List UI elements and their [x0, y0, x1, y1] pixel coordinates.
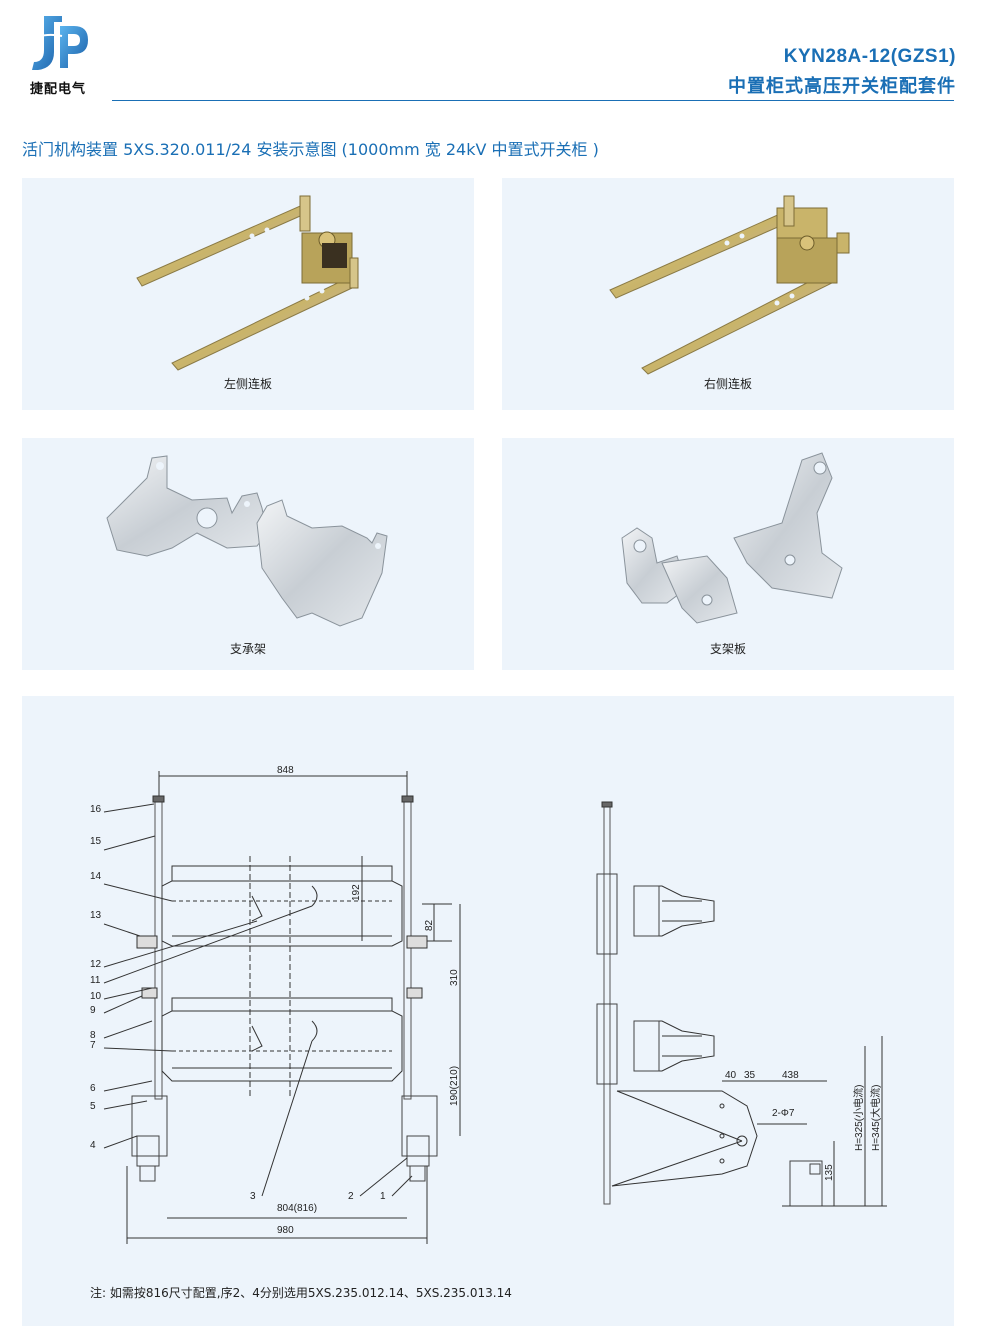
part-label: 1	[380, 1191, 386, 1202]
part-label: 6	[90, 1083, 96, 1094]
product-model: KYN28A-12(GZS1)	[783, 46, 956, 67]
right-plate-image	[609, 195, 850, 375]
photo-caption: 右侧连板	[703, 377, 752, 391]
photo-caption: 左侧连板	[223, 377, 272, 391]
part-label: 12	[90, 959, 102, 970]
dim-192: 192	[351, 884, 362, 901]
dim-190: 190(210)	[449, 1066, 460, 1106]
dim-345: H=345(大电流)	[869, 1085, 882, 1151]
photo-panel-right-plate: 右侧连板	[502, 178, 954, 410]
part-label: 9	[90, 1005, 96, 1016]
part-label: 3	[250, 1191, 256, 1202]
part-label: 7	[90, 1040, 96, 1051]
dim-980: 980	[277, 1225, 294, 1236]
photo-panel-bracket-plate: 支架板	[502, 438, 954, 670]
part-label: 13	[90, 910, 102, 921]
drawing-note: 注: 如需按816尺寸配置,序2、4分别选用5XS.235.012.14、5XS…	[90, 1286, 512, 1300]
part-label: 4	[90, 1140, 96, 1151]
dim-40: 40	[725, 1070, 737, 1081]
dim-310: 310	[449, 969, 460, 986]
product-subtitle: 中置柜式高压开关柜配套件	[728, 76, 956, 97]
part-label: 14	[90, 871, 102, 882]
part-label: 8	[90, 1030, 96, 1041]
dim-325: H=325(小电流)	[852, 1085, 865, 1151]
part-label: 11	[90, 975, 101, 986]
brand-logo: 捷配电气	[22, 12, 102, 97]
left-plate-image	[136, 195, 359, 371]
dim-135: 135	[824, 1164, 835, 1181]
part-label: 16	[90, 804, 102, 815]
section-title: 活门机构装置 5XS.320.011/24 安装示意图 (1000mm 宽 24…	[22, 140, 599, 159]
dim-804: 804(816)	[277, 1203, 317, 1214]
dim-82: 82	[424, 919, 435, 931]
part-callouts: 16 15 14 13 12 11 10 9 8 7 6 5 4	[90, 803, 413, 1202]
dim-35: 35	[744, 1070, 756, 1081]
photo-caption: 支架板	[709, 642, 746, 656]
brand-name: 捷配电气	[29, 82, 86, 97]
part-label: 2	[348, 1191, 354, 1202]
dim-848: 848	[277, 765, 294, 776]
photo-panel-support-frame: 支承架	[22, 438, 474, 670]
part-label: 5	[90, 1101, 96, 1112]
header-divider	[112, 100, 954, 101]
bracket-plate-image	[621, 452, 843, 624]
installation-drawing-panel: 848 192 82 310 190(210)	[22, 696, 954, 1326]
photo-caption: 支承架	[229, 642, 266, 656]
photo-panel-left-plate: 左侧连板	[22, 178, 474, 410]
part-label: 10	[90, 991, 102, 1002]
part-label: 15	[90, 836, 102, 847]
installation-drawing: 848 192 82 310 190(210)	[90, 765, 887, 1244]
dim-hole: 2-Φ7	[772, 1108, 795, 1119]
support-frame-image	[106, 455, 388, 627]
dim-438: 438	[782, 1070, 799, 1081]
jp-logo-icon	[25, 16, 88, 70]
page-header: KYN28A-12(GZS1) 中置柜式高压开关柜配套件	[728, 46, 956, 98]
